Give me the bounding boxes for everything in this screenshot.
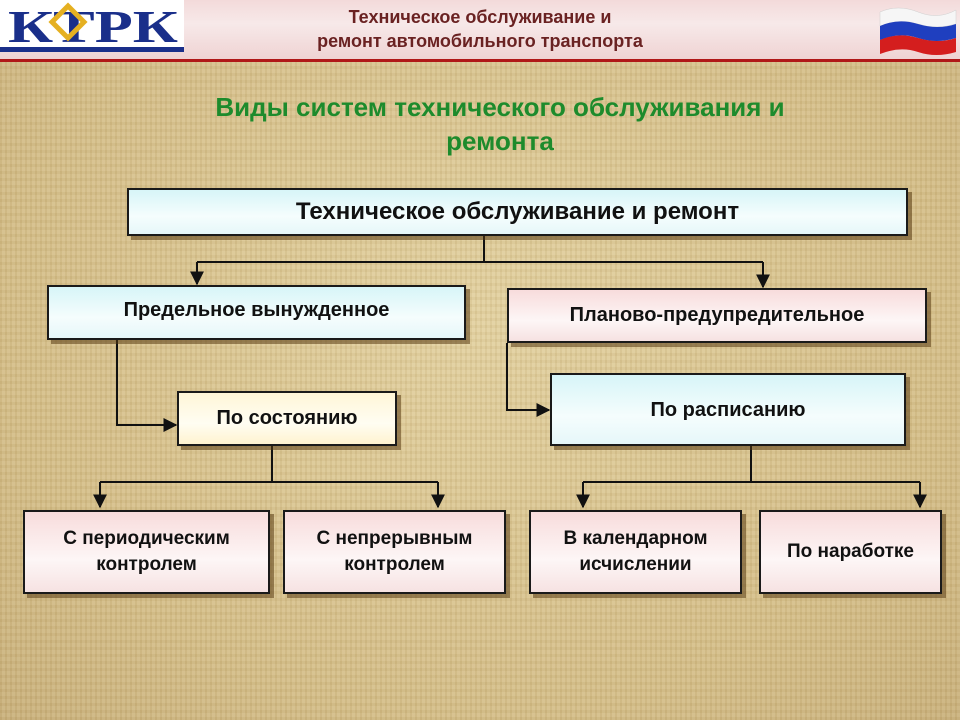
header-title: Техническое обслуживание и ремонт автомо…	[190, 5, 770, 53]
node-forced-label: Предельное вынужденное	[123, 299, 390, 321]
node-periodic: С периодическим контролем	[23, 510, 270, 594]
header-title-line1: Техническое обслуживание и	[348, 7, 612, 27]
logo-text: КТРК	[8, 1, 178, 48]
node-calendar: В календарном исчислении	[529, 510, 742, 594]
node-planned: Планово-предупредительное	[507, 288, 927, 343]
node-periodic-line1: С периодическим	[63, 528, 230, 549]
node-calendar-line2: исчислении	[579, 554, 692, 575]
node-mileage: По наработке	[759, 510, 942, 594]
header-band: КТРК Техническое обслуживание и ремонт а…	[0, 0, 960, 62]
connector-planned-to-schedule	[506, 343, 551, 417]
node-planned-label: Планово-предупредительное	[569, 304, 865, 326]
logo-graphic: КТРК	[8, 1, 178, 48]
node-root: Техническое обслуживание и ремонт	[127, 188, 908, 236]
slide-heading-line1: Виды систем технического обслуживания и	[215, 92, 785, 122]
node-forced: Предельное вынужденное	[47, 285, 466, 340]
header-title-line2: ремонт автомобильного транспорта	[317, 31, 643, 51]
node-by-state: По состоянию	[177, 391, 397, 446]
node-calendar-line1: В календарном	[563, 528, 708, 549]
node-periodic-line2: контролем	[96, 554, 197, 575]
node-mileage-label: По наработке	[786, 541, 914, 562]
russian-flag-icon	[879, 7, 957, 55]
logo: КТРК	[0, 0, 184, 52]
node-by-state-label: По состоянию	[216, 407, 358, 429]
slide-heading-line2: ремонта	[446, 126, 554, 156]
logo-diamond-icon	[48, 2, 88, 42]
node-root-label: Техническое обслуживание и ремонт	[295, 198, 740, 225]
slide-heading: Виды систем технического обслуживания и …	[60, 90, 940, 158]
node-continuous: С непрерывным контролем	[283, 510, 506, 594]
node-by-schedule: По расписанию	[550, 373, 906, 446]
node-by-schedule-label: По расписанию	[650, 399, 806, 421]
node-continuous-line2: контролем	[344, 554, 445, 575]
node-continuous-line1: С непрерывным	[316, 528, 473, 549]
connector-forced-to-state	[116, 340, 178, 432]
